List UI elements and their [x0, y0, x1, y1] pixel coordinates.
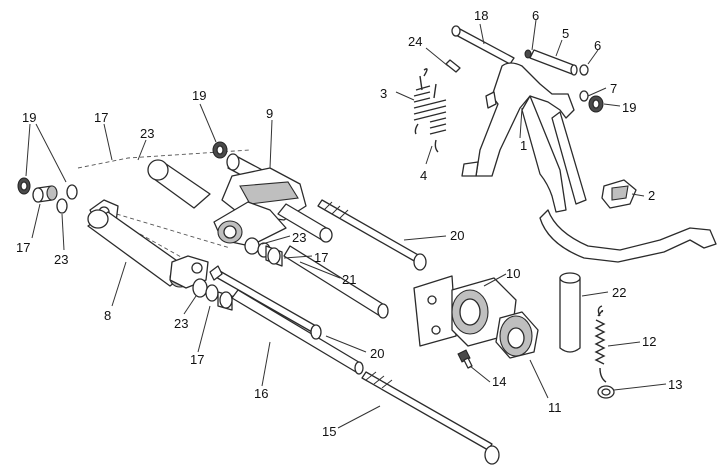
part-3-spring [413, 68, 431, 135]
part-8-swingarm-tube [87, 199, 209, 289]
callout-14: 14 [492, 374, 506, 389]
callout-6-left: 6 [532, 8, 539, 23]
part-19-nut-left [17, 177, 31, 195]
part-24-screw [445, 59, 461, 73]
callout-8: 8 [104, 308, 111, 323]
part-12-spring [594, 305, 607, 383]
part-23-washer-left [56, 184, 78, 214]
part-13-clip [597, 385, 615, 399]
callout-17-lower: 17 [190, 352, 204, 367]
part-14-screw [457, 349, 473, 369]
part-19-nut-right [588, 95, 604, 113]
dashed-assembly-lines [77, 149, 251, 263]
callout-24: 24 [408, 34, 422, 49]
part-20-bolt-upper [317, 199, 427, 271]
callout-7: 7 [610, 81, 617, 96]
part-1-main-stand [461, 62, 717, 263]
callout-19-right: 19 [622, 100, 636, 115]
callout-6-right: 6 [594, 38, 601, 53]
part-20-bolt-lower [209, 265, 322, 340]
part-4-spring [429, 83, 447, 153]
callout-13: 13 [668, 377, 682, 392]
callout-16: 16 [254, 386, 268, 401]
part-16-rod [231, 289, 364, 375]
callout-19-center: 19 [192, 88, 206, 103]
part-23-17-center [244, 237, 283, 267]
callout-10: 10 [506, 266, 520, 281]
part-22-sleeve [559, 272, 581, 353]
callout-15: 15 [322, 424, 336, 439]
callout-17-center: 17 [314, 250, 328, 265]
part-11-silent-block [495, 311, 539, 359]
callout-23-lower: 23 [174, 316, 188, 331]
part-9-swingarm [147, 153, 333, 247]
part-23-17-middle-left [192, 278, 233, 311]
callout-18: 18 [474, 8, 488, 23]
callout-2: 2 [648, 188, 655, 203]
part-2-bracket [601, 179, 637, 209]
callout-labels: 1 2 3 4 5 6 6 7 8 9 10 11 12 13 14 15 16… [16, 8, 682, 439]
part-6-clip-right [579, 64, 589, 76]
callout-17-top-left: 17 [94, 110, 108, 125]
callout-23-left: 23 [54, 252, 68, 267]
callout-21: 21 [342, 272, 356, 287]
part-5-pin [529, 49, 578, 76]
callout-23-center: 23 [292, 230, 306, 245]
part-19-nut-center [212, 141, 228, 159]
callout-12: 12 [642, 334, 656, 349]
part-7-nut [579, 90, 589, 102]
part-21-pin [283, 245, 389, 319]
callout-19-left: 19 [22, 110, 36, 125]
callout-5: 5 [562, 26, 569, 41]
callout-20-lower: 20 [370, 346, 384, 361]
part-18-pin [451, 25, 515, 65]
callout-20-upper: 20 [450, 228, 464, 243]
callout-1: 1 [520, 138, 527, 153]
part-17-bushing-left [32, 185, 58, 203]
callout-4: 4 [420, 168, 427, 183]
leader-lines [25, 19, 667, 429]
callout-9: 9 [266, 106, 273, 121]
callout-11: 11 [548, 400, 562, 415]
callout-22: 22 [612, 285, 626, 300]
part-6-clip-left [524, 49, 532, 59]
callout-17-bottom-left: 17 [16, 240, 30, 255]
part-15-long-bolt [361, 371, 500, 465]
callout-23-top: 23 [140, 126, 154, 141]
callout-3: 3 [380, 86, 387, 101]
